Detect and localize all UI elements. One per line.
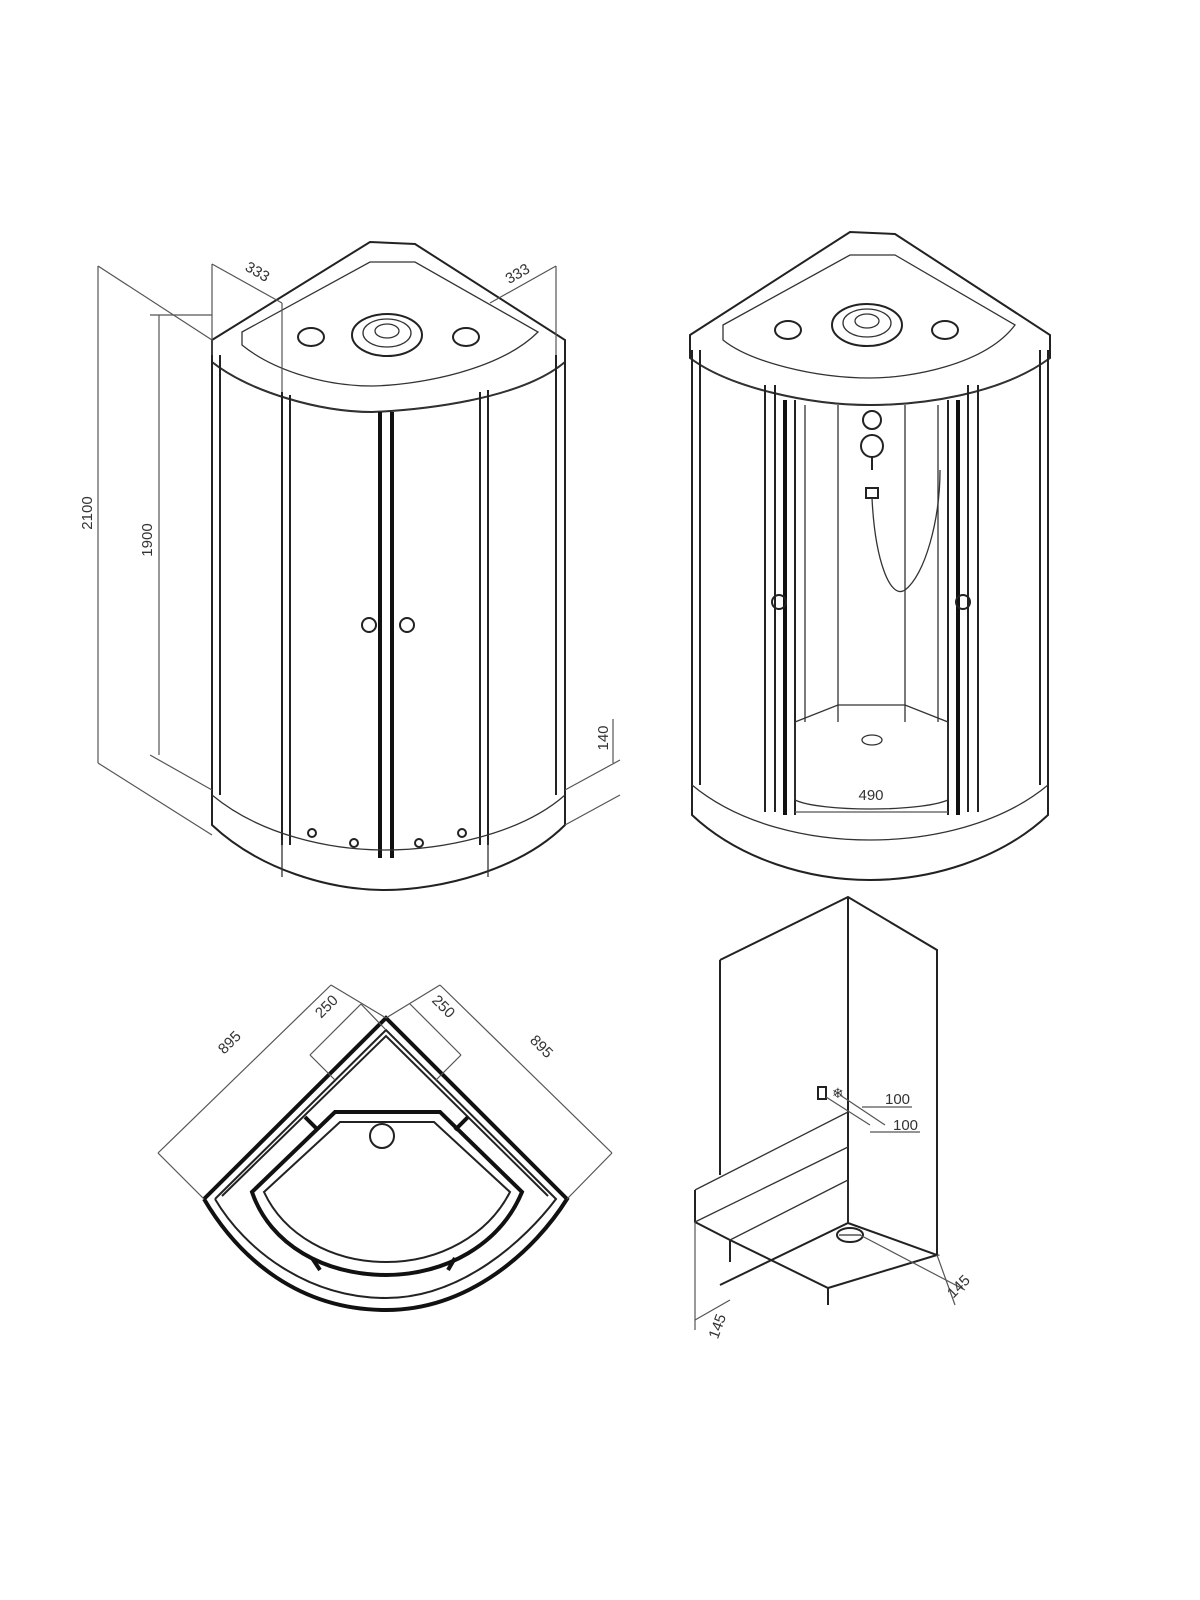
roof-light-icon <box>774 320 802 340</box>
cold-water-icon: ❄ <box>832 1085 844 1101</box>
handle-icon <box>399 617 415 633</box>
drain-icon <box>861 734 883 746</box>
dim-side-left: 895 <box>215 1028 245 1058</box>
dim-tray-height: 140 <box>595 725 612 750</box>
closed-cabin-view: 2100 1900 140 333 333 <box>79 240 621 892</box>
open-cabin-view: 490 <box>689 230 1051 882</box>
drain-icon <box>369 1123 395 1149</box>
handle-icon <box>955 594 971 610</box>
roof-light-icon <box>931 320 959 340</box>
dim-side-right: 895 <box>526 1032 556 1062</box>
dim-top-left: 333 <box>242 258 272 285</box>
dim-drain-right: 145 <box>944 1272 974 1302</box>
dim-top-right: 333 <box>503 260 533 287</box>
mixer-icon <box>860 434 884 458</box>
tray-plan-outline <box>202 1015 570 1313</box>
wall-corner <box>719 895 938 1255</box>
dim-height-total: 2100 <box>79 496 96 529</box>
water-outlet-icon <box>817 1086 827 1100</box>
rain-shower-icon <box>831 303 903 347</box>
tray-outline <box>691 780 1049 882</box>
dim-drain-left: 145 <box>706 1312 731 1341</box>
shower-outlet-icon <box>862 410 882 430</box>
installation-view: ❄ 100 100 145 145 <box>694 895 974 1341</box>
dim-outlet-2: 100 <box>893 1117 918 1134</box>
floor-drain-icon <box>836 1227 864 1243</box>
rain-shower-icon <box>351 313 423 357</box>
shower-hose <box>871 469 941 593</box>
tray-outline <box>211 790 566 892</box>
basin-outline <box>249 1110 525 1278</box>
dim-drain-right: 250 <box>428 992 458 1022</box>
dim-drain-left: 250 <box>312 992 342 1022</box>
hand-shower-holder-icon <box>865 487 879 499</box>
handle-icon <box>361 617 377 633</box>
plan-view: 895 895 250 250 <box>157 984 613 1313</box>
roof-outline <box>689 230 1051 407</box>
dim-height-door: 1900 <box>139 523 156 556</box>
roof-light-icon <box>297 327 325 347</box>
dim-door-opening: 490 <box>858 787 883 804</box>
handle-icon <box>771 594 787 610</box>
dim-outlet-1: 100 <box>885 1091 910 1108</box>
roof-light-icon <box>452 327 480 347</box>
